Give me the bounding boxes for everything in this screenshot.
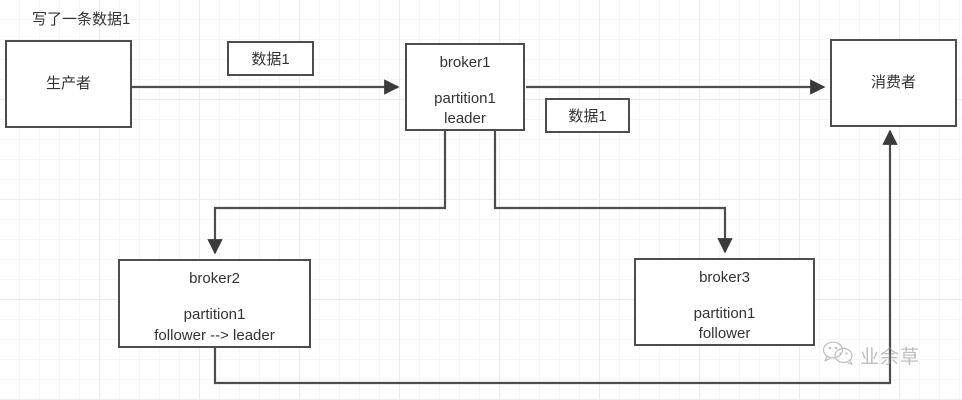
node-broker2-title: broker2 xyxy=(189,270,240,287)
node-broker1-title: broker1 xyxy=(439,54,491,71)
edge-broker1-to-broker3 xyxy=(493,131,733,254)
node-broker3-role: follower xyxy=(698,324,751,342)
node-broker2-role: follower --> leader xyxy=(154,326,275,344)
node-broker3[interactable]: broker3 partition1 follower xyxy=(634,258,815,346)
node-broker2[interactable]: broker2 partition1 follower --> leader xyxy=(118,259,311,348)
node-broker1[interactable]: broker1 partition1 leader xyxy=(405,43,525,131)
node-consumer[interactable]: 消费者 xyxy=(830,39,957,127)
node-broker3-partition: partition1 xyxy=(693,304,756,322)
edge-label-data1-producer: 数据1 xyxy=(227,41,314,76)
node-broker1-partition: partition1 xyxy=(434,89,496,107)
edge-broker1-to-broker2 xyxy=(207,131,447,255)
wechat-icon xyxy=(822,340,854,371)
edge-label-data1-consumer: 数据1 xyxy=(545,98,630,133)
node-broker1-role: leader xyxy=(444,109,486,127)
node-producer-label: 生产者 xyxy=(45,74,91,92)
node-producer[interactable]: 生产者 xyxy=(5,40,132,128)
watermark-text: 业余草 xyxy=(860,347,921,368)
diagram-note: 写了一条数据1 xyxy=(32,11,131,28)
node-broker3-title: broker3 xyxy=(699,269,750,286)
watermark: 业余草 xyxy=(822,340,920,371)
node-consumer-label: 消费者 xyxy=(870,73,916,91)
node-broker2-partition: partition1 xyxy=(183,306,246,324)
